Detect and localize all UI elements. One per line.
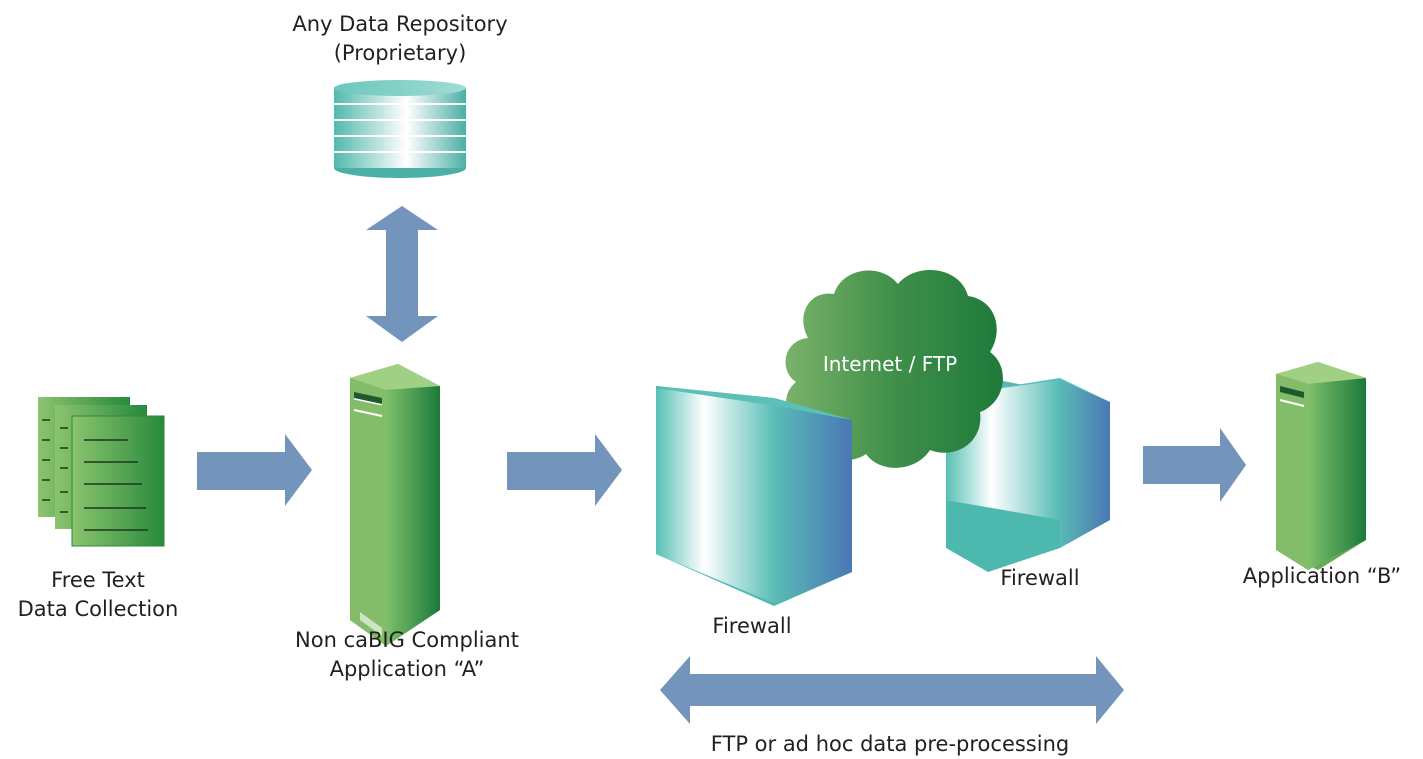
- database-icon: [334, 80, 466, 178]
- firewall-left-icon: [656, 386, 852, 606]
- double-arrow-vertical-icon: [366, 206, 438, 342]
- free-text-label-line1: Free Text: [51, 568, 145, 592]
- repository-label-line1: Any Data Repository: [292, 12, 508, 36]
- firewall-left-label: Firewall: [712, 614, 792, 638]
- server-a-icon: [350, 364, 440, 646]
- server-b-icon: [1276, 362, 1366, 570]
- app-b-label: Application “B”: [1242, 564, 1402, 588]
- documents-icon: [38, 397, 165, 547]
- arrow-right-icon: [507, 434, 622, 506]
- repository-label-line2: (Proprietary): [333, 41, 467, 65]
- bottom-label: FTP or ad hoc data pre-processing: [710, 732, 1070, 756]
- repository-label: Any Data Repository (Proprietary): [260, 10, 540, 68]
- arrow-right-icon: [1143, 428, 1246, 502]
- double-arrow-horizontal-icon: [660, 656, 1124, 724]
- free-text-label-line2: Data Collection: [17, 597, 179, 621]
- app-a-label: Non caBIG Compliant Application “A”: [262, 626, 552, 684]
- app-a-label-line1: Non caBIG Compliant: [295, 628, 519, 652]
- firewall-right-label: Firewall: [1000, 566, 1080, 590]
- free-text-label: Free Text Data Collection: [0, 566, 196, 624]
- app-a-label-line2: Application “A”: [329, 657, 485, 681]
- cloud-label: Internet / FTP: [822, 352, 958, 376]
- arrow-right-icon: [197, 434, 312, 506]
